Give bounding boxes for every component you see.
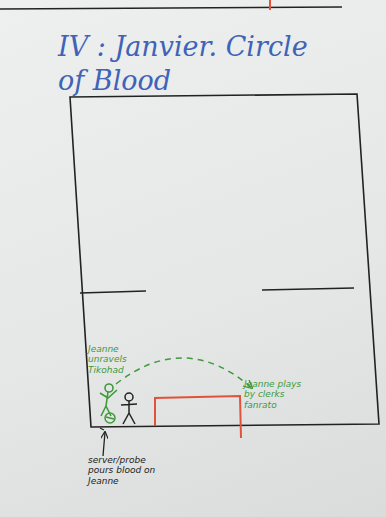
scene-title: IV : Janvier. Circle of Blood — [58, 30, 328, 98]
previous-drawing-mark — [269, 0, 271, 10]
table-outline — [155, 396, 241, 438]
blood-bowl — [105, 413, 115, 423]
wall-segment — [262, 288, 354, 290]
leader-tick — [100, 428, 104, 430]
action-note: Jeanne plays by clerks fanrato — [244, 379, 306, 410]
callout-note: server/probe pours blood on Jeanne — [88, 455, 168, 486]
room-outline — [70, 94, 379, 427]
movement-arc — [116, 358, 252, 388]
wall-segment — [80, 291, 146, 293]
server-figure — [121, 393, 137, 424]
leader-arrow — [103, 432, 105, 456]
jeanne-figure — [100, 384, 117, 416]
action-note: Jeanne unravels Tikohad — [88, 344, 154, 375]
previous-drawing-line — [0, 7, 342, 9]
